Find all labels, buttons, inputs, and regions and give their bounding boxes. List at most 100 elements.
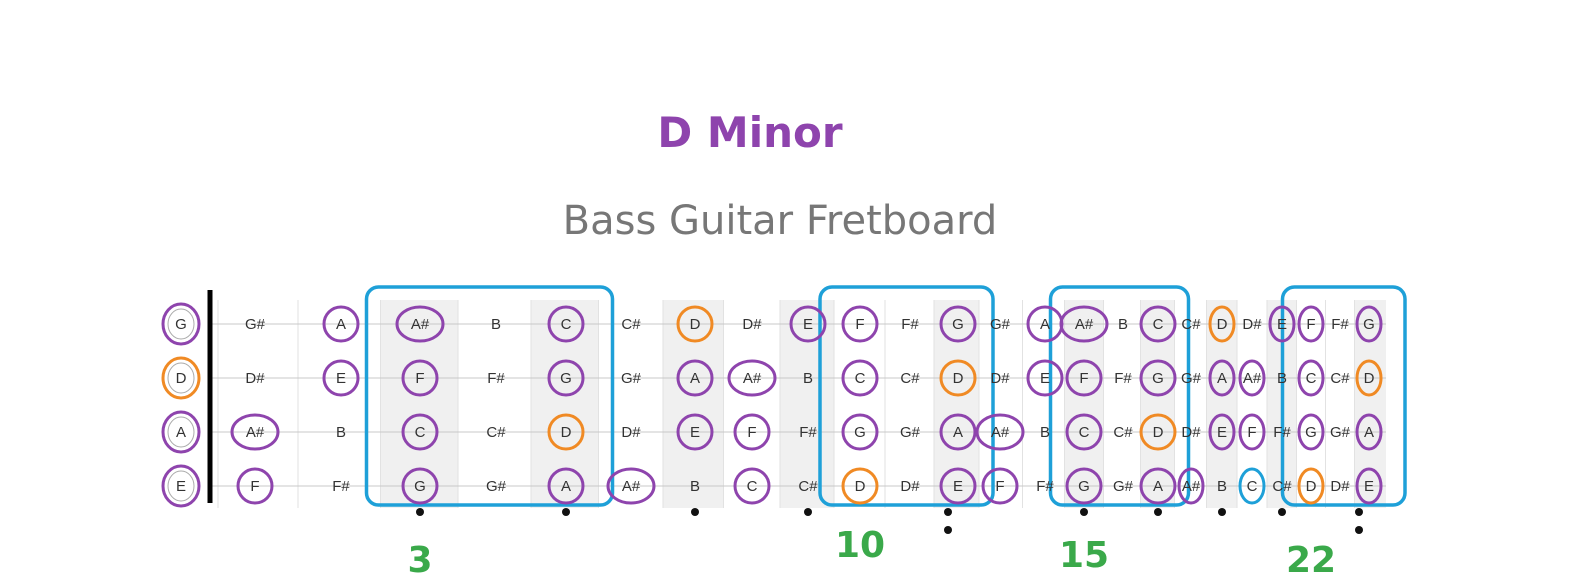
note-label: C# — [798, 478, 818, 495]
note-label: C — [561, 316, 572, 333]
note-labels: G G# A A# B C C# D D# E F F# G G# A A# B C C# D D# E F F# G D D# E F… — [175, 316, 1375, 495]
note-label: F — [1079, 370, 1088, 387]
scale-note-circle — [161, 410, 201, 454]
note-label: D — [1364, 370, 1375, 387]
scale-note-circle — [733, 467, 771, 505]
scale-note-circle — [1139, 305, 1177, 343]
fret-backgrounds — [380, 300, 1386, 508]
scale-note-circle — [939, 467, 977, 505]
note-label: G# — [486, 478, 507, 495]
scale-note-circle — [1065, 467, 1103, 505]
scale-note-circle — [939, 413, 977, 451]
note-label: C — [1079, 424, 1090, 441]
scale-note-circle — [733, 413, 771, 451]
page-subtitle: Bass Guitar Fretboard — [562, 198, 998, 244]
inlay-dot — [944, 508, 952, 516]
note-label: D — [176, 370, 187, 387]
scale-note-circle — [841, 413, 879, 451]
note-label: E — [1364, 478, 1374, 495]
note-label: G# — [900, 424, 921, 441]
note-label: G — [1305, 424, 1317, 441]
note-label: D — [953, 370, 964, 387]
note-label: A# — [1075, 316, 1094, 333]
note-label: G — [414, 478, 426, 495]
note-label: A — [953, 424, 963, 441]
note-label: B — [1040, 424, 1050, 441]
scale-note-circle — [841, 305, 879, 343]
root-note-circle — [939, 359, 977, 397]
fret-number-label: 15 — [1059, 535, 1109, 576]
note-label: F# — [1273, 424, 1291, 441]
note-label: C — [855, 370, 866, 387]
note-label: D# — [1181, 424, 1201, 441]
position-box — [1048, 285, 1191, 507]
note-label: A — [336, 316, 346, 333]
note-label: F — [747, 424, 756, 441]
note-label: D# — [1330, 478, 1350, 495]
note-label: D# — [621, 424, 641, 441]
note-label: F — [1306, 316, 1315, 333]
note-label: F# — [332, 478, 350, 495]
scale-note-circle — [1026, 359, 1064, 397]
note-label: A# — [991, 424, 1010, 441]
inlay-dot — [416, 508, 424, 516]
note-label: A — [1217, 370, 1227, 387]
note-label: C# — [900, 370, 920, 387]
position-box — [818, 285, 995, 507]
note-label: E — [690, 424, 700, 441]
scale-note-circle — [230, 413, 280, 451]
highlight-note-circle — [1238, 467, 1266, 505]
open-string-ring — [167, 308, 195, 340]
note-label: D — [690, 316, 701, 333]
scale-note-circle — [1297, 305, 1325, 343]
note-label: C# — [486, 424, 506, 441]
note-label: A# — [1182, 478, 1201, 495]
note-label: B — [491, 316, 501, 333]
note-label: C# — [1330, 370, 1350, 387]
scale-note-circle — [1208, 413, 1236, 451]
inlay-dot — [562, 508, 570, 516]
scale-note-circle — [547, 305, 585, 343]
note-label: G — [1078, 478, 1090, 495]
root-note-circle — [1297, 467, 1325, 505]
marker-fret-shade — [780, 300, 834, 508]
scale-note-circle — [1208, 359, 1236, 397]
inlay-dot — [1278, 508, 1286, 516]
scale-note-circle — [401, 467, 439, 505]
note-label: D# — [245, 370, 265, 387]
note-label: C — [1306, 370, 1317, 387]
note-label: G# — [621, 370, 642, 387]
note-label: C — [1247, 478, 1258, 495]
note-label: A — [1153, 478, 1163, 495]
note-label: D — [1306, 478, 1317, 495]
scale-note-circle — [161, 464, 201, 508]
scale-note-circle — [547, 467, 585, 505]
note-markers — [161, 302, 1383, 508]
scale-note-circle — [1139, 467, 1177, 505]
note-label: E — [176, 478, 186, 495]
note-label: E — [803, 316, 813, 333]
note-label: C# — [1181, 316, 1201, 333]
note-label: F# — [1331, 316, 1349, 333]
note-label: B — [803, 370, 813, 387]
inlay-dot — [1218, 508, 1226, 516]
note-label: D# — [900, 478, 920, 495]
note-label: B — [690, 478, 700, 495]
note-label: F — [855, 316, 864, 333]
root-note-circle — [547, 413, 585, 451]
scale-note-circle — [1238, 413, 1266, 451]
note-label: G — [560, 370, 572, 387]
marker-fret-shade — [531, 300, 599, 508]
note-label: F# — [1114, 370, 1132, 387]
open-string-ring — [167, 416, 195, 448]
note-label: E — [1277, 316, 1287, 333]
note-label: B — [1118, 316, 1128, 333]
scale-note-circle — [322, 359, 360, 397]
position-box — [364, 285, 615, 507]
scale-note-circle — [1297, 413, 1325, 451]
scale-note-circle — [1355, 467, 1383, 505]
note-label: D — [1153, 424, 1164, 441]
note-label: C — [415, 424, 426, 441]
